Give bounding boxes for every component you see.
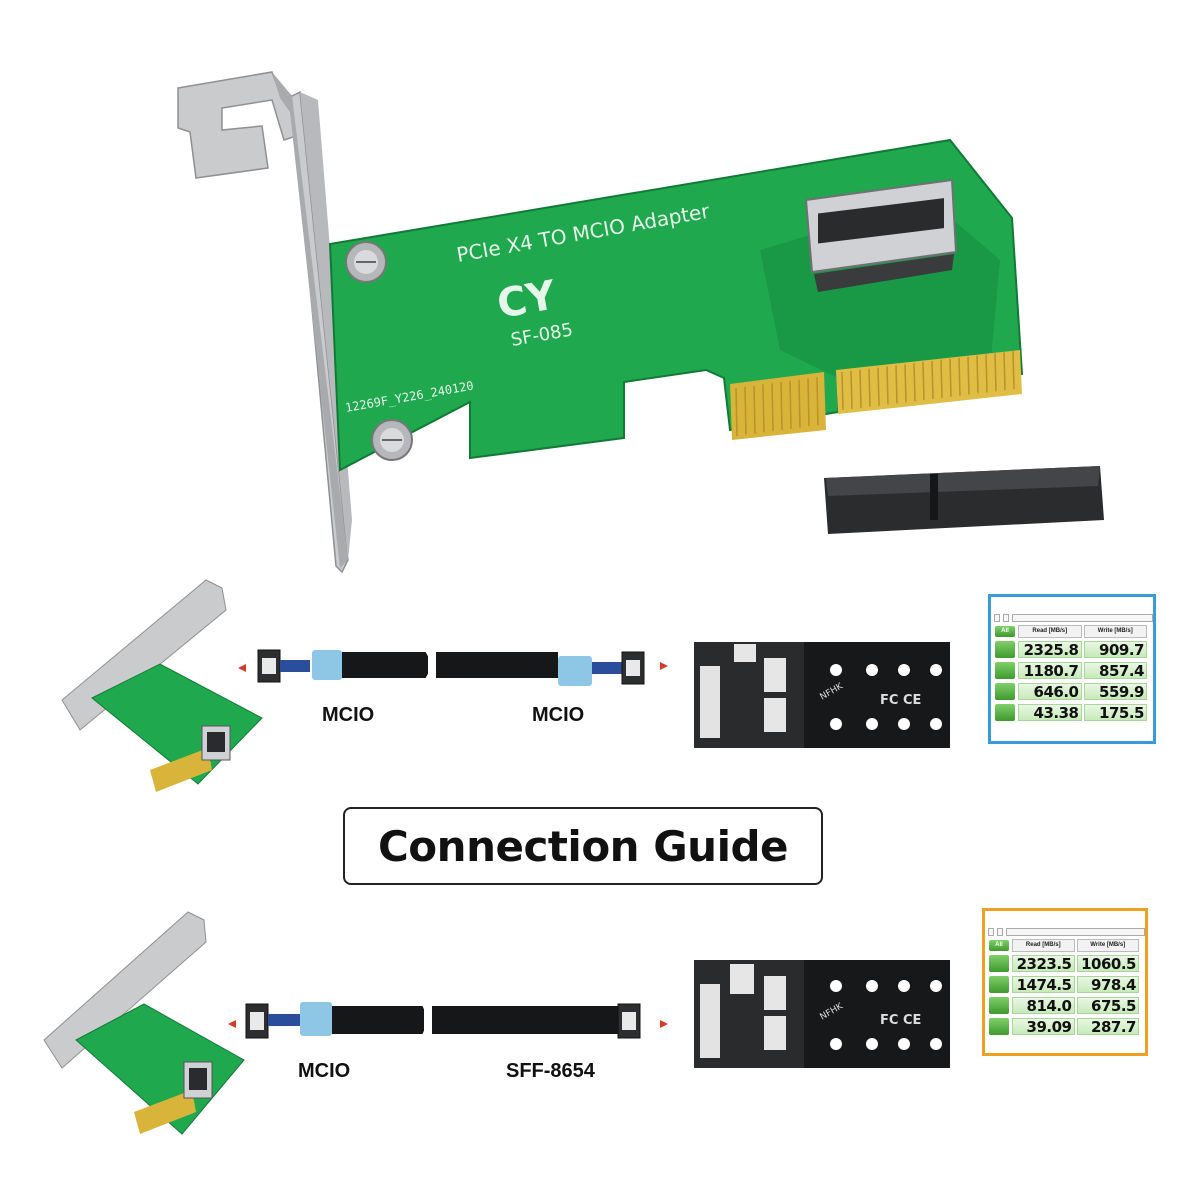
- write-value: 559.9: [1083, 682, 1147, 700]
- read-header: Read [MB/s]: [1018, 625, 1082, 638]
- small-card-bottom: [43, 911, 245, 1135]
- pcie-x4-slot: [824, 466, 1104, 534]
- cable-bottom: [228, 1000, 668, 1040]
- cable-bottom-left-label: MCIO: [298, 1060, 351, 1082]
- cable-top: [238, 648, 668, 686]
- read-value: 39.09: [1012, 1017, 1075, 1035]
- screw-top: [345, 241, 387, 283]
- diagram-top: NFHK FC CE: [61, 579, 950, 792]
- benchmark-menu-bar: [985, 920, 1145, 928]
- benchmark-title-bar: [985, 911, 1145, 920]
- read-value: 1474.5: [1012, 975, 1075, 993]
- all-button: All: [995, 626, 1015, 637]
- read-value: 646.0: [1018, 682, 1082, 700]
- pcie-card-illustration: PCIe X4 TO MCIO Adapter CY SF-085 12269F…: [177, 71, 1104, 574]
- write-value: 978.4: [1076, 975, 1139, 993]
- benchmark-title-bar: [991, 597, 1153, 606]
- write-value: 175.5: [1083, 703, 1147, 721]
- write-value: 857.4: [1083, 661, 1147, 679]
- mounting-bracket: [177, 71, 352, 574]
- benchmark-controls: [985, 928, 1145, 938]
- read-value: 43.38: [1018, 703, 1082, 721]
- read-header: Read [MB/s]: [1012, 939, 1075, 952]
- cable-top-left-label: MCIO: [322, 704, 375, 726]
- gold-fingers: [730, 350, 1022, 440]
- cable-top-right-label: MCIO: [532, 704, 585, 726]
- brand-logo: CY: [494, 272, 560, 328]
- benchmark-menu-bar: [991, 606, 1153, 614]
- connection-guide-box: Connection Guide: [343, 807, 823, 885]
- benchmark-header: All Read [MB/s] Write [MB/s]: [989, 939, 1141, 952]
- cable-bottom-right-label: SFF-8654: [506, 1060, 595, 1082]
- read-value: 2323.5: [1012, 954, 1075, 972]
- read-value: 1180.7: [1018, 661, 1082, 679]
- ssd-adapter-top: NFHK FC CE: [694, 642, 950, 748]
- svg-text:FC CE: FC CE: [880, 693, 921, 708]
- write-value: 909.7: [1083, 640, 1147, 658]
- write-header: Write [MB/s]: [1083, 625, 1147, 638]
- read-value: 2325.8: [1018, 640, 1082, 658]
- mcio-connector: [804, 178, 958, 292]
- write-value: 675.5: [1076, 996, 1139, 1014]
- svg-text:FC CE: FC CE: [880, 1013, 921, 1028]
- all-button: All: [989, 940, 1009, 951]
- read-value: 814.0: [1012, 996, 1075, 1014]
- connection-guide-label: Connection Guide: [377, 821, 789, 871]
- small-card-top: [61, 579, 263, 792]
- ssd-adapter-bottom: NFHK FC CE: [694, 960, 950, 1068]
- diagram-bottom: NFHK FC CE: [43, 911, 950, 1135]
- screw-bottom: [371, 419, 413, 461]
- benchmark-controls: [991, 614, 1153, 624]
- benchmark-header: All Read [MB/s] Write [MB/s]: [995, 625, 1149, 638]
- write-value: 1060.5: [1076, 954, 1139, 972]
- write-header: Write [MB/s]: [1076, 939, 1139, 952]
- write-value: 287.7: [1076, 1017, 1139, 1035]
